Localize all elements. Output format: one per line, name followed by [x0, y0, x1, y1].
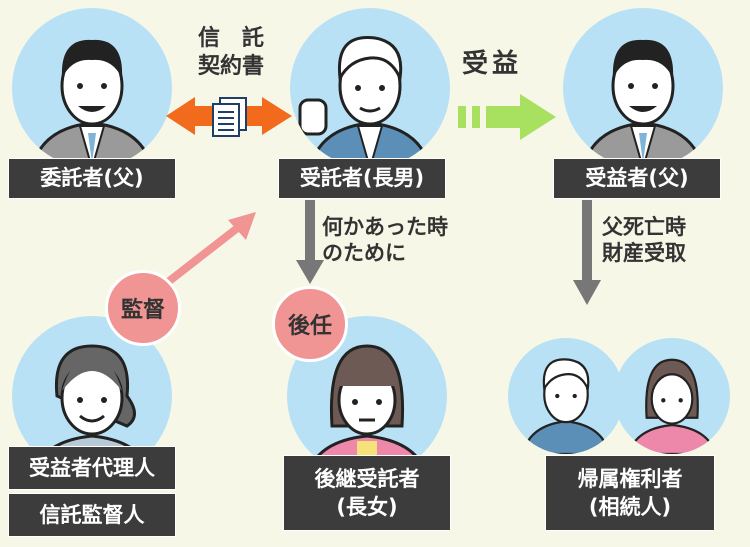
contract-line2: 契約書	[197, 53, 264, 79]
emergency-line1: 何かあった時	[322, 215, 448, 239]
heir-daughter-avatar	[614, 338, 730, 454]
supervisor-label: 信託監督人	[8, 493, 176, 537]
heirs-line1: 帰属権利者	[577, 466, 683, 491]
successor-line1: 後継受託者	[314, 466, 420, 491]
document-icon	[212, 97, 247, 137]
contract-line1: 信 託	[197, 26, 264, 51]
death-line1: 父死亡時	[602, 215, 686, 239]
heir-son-avatar	[508, 338, 624, 454]
trustee-label: 受託者(長男)	[278, 158, 446, 199]
emergency-line2: のために	[322, 241, 406, 266]
heirs-label: 帰属権利者 (相続人)	[545, 455, 715, 531]
benefit-arrow	[458, 94, 556, 140]
benefit-label: 受益	[462, 49, 523, 79]
emergency-label: 何かあった時 のために	[322, 214, 448, 267]
death-line2: 財産受取	[602, 241, 686, 266]
agent-label: 受益者代理人	[8, 446, 176, 490]
contract-label: 信 託 契約書	[186, 25, 276, 80]
heirs-line2: (相続人)	[588, 495, 672, 519]
successor-label: 後継受託者 (長女)	[283, 455, 451, 531]
inheritance-arrow	[573, 200, 601, 305]
supervise-arrow	[165, 212, 256, 286]
trustee-avatar	[290, 8, 450, 168]
settlor-label: 委託者(父)	[8, 158, 176, 199]
death-label: 父死亡時 財産受取	[602, 214, 686, 267]
successor-badge: 後任	[272, 286, 348, 362]
beneficiary-label: 受益者(父)	[553, 158, 721, 199]
supervise-badge: 監督	[105, 270, 181, 346]
beneficiary-avatar	[563, 8, 723, 168]
successor-line2: (長女)	[336, 495, 398, 519]
settlor-avatar	[12, 8, 172, 168]
successor-arrow	[296, 200, 324, 284]
